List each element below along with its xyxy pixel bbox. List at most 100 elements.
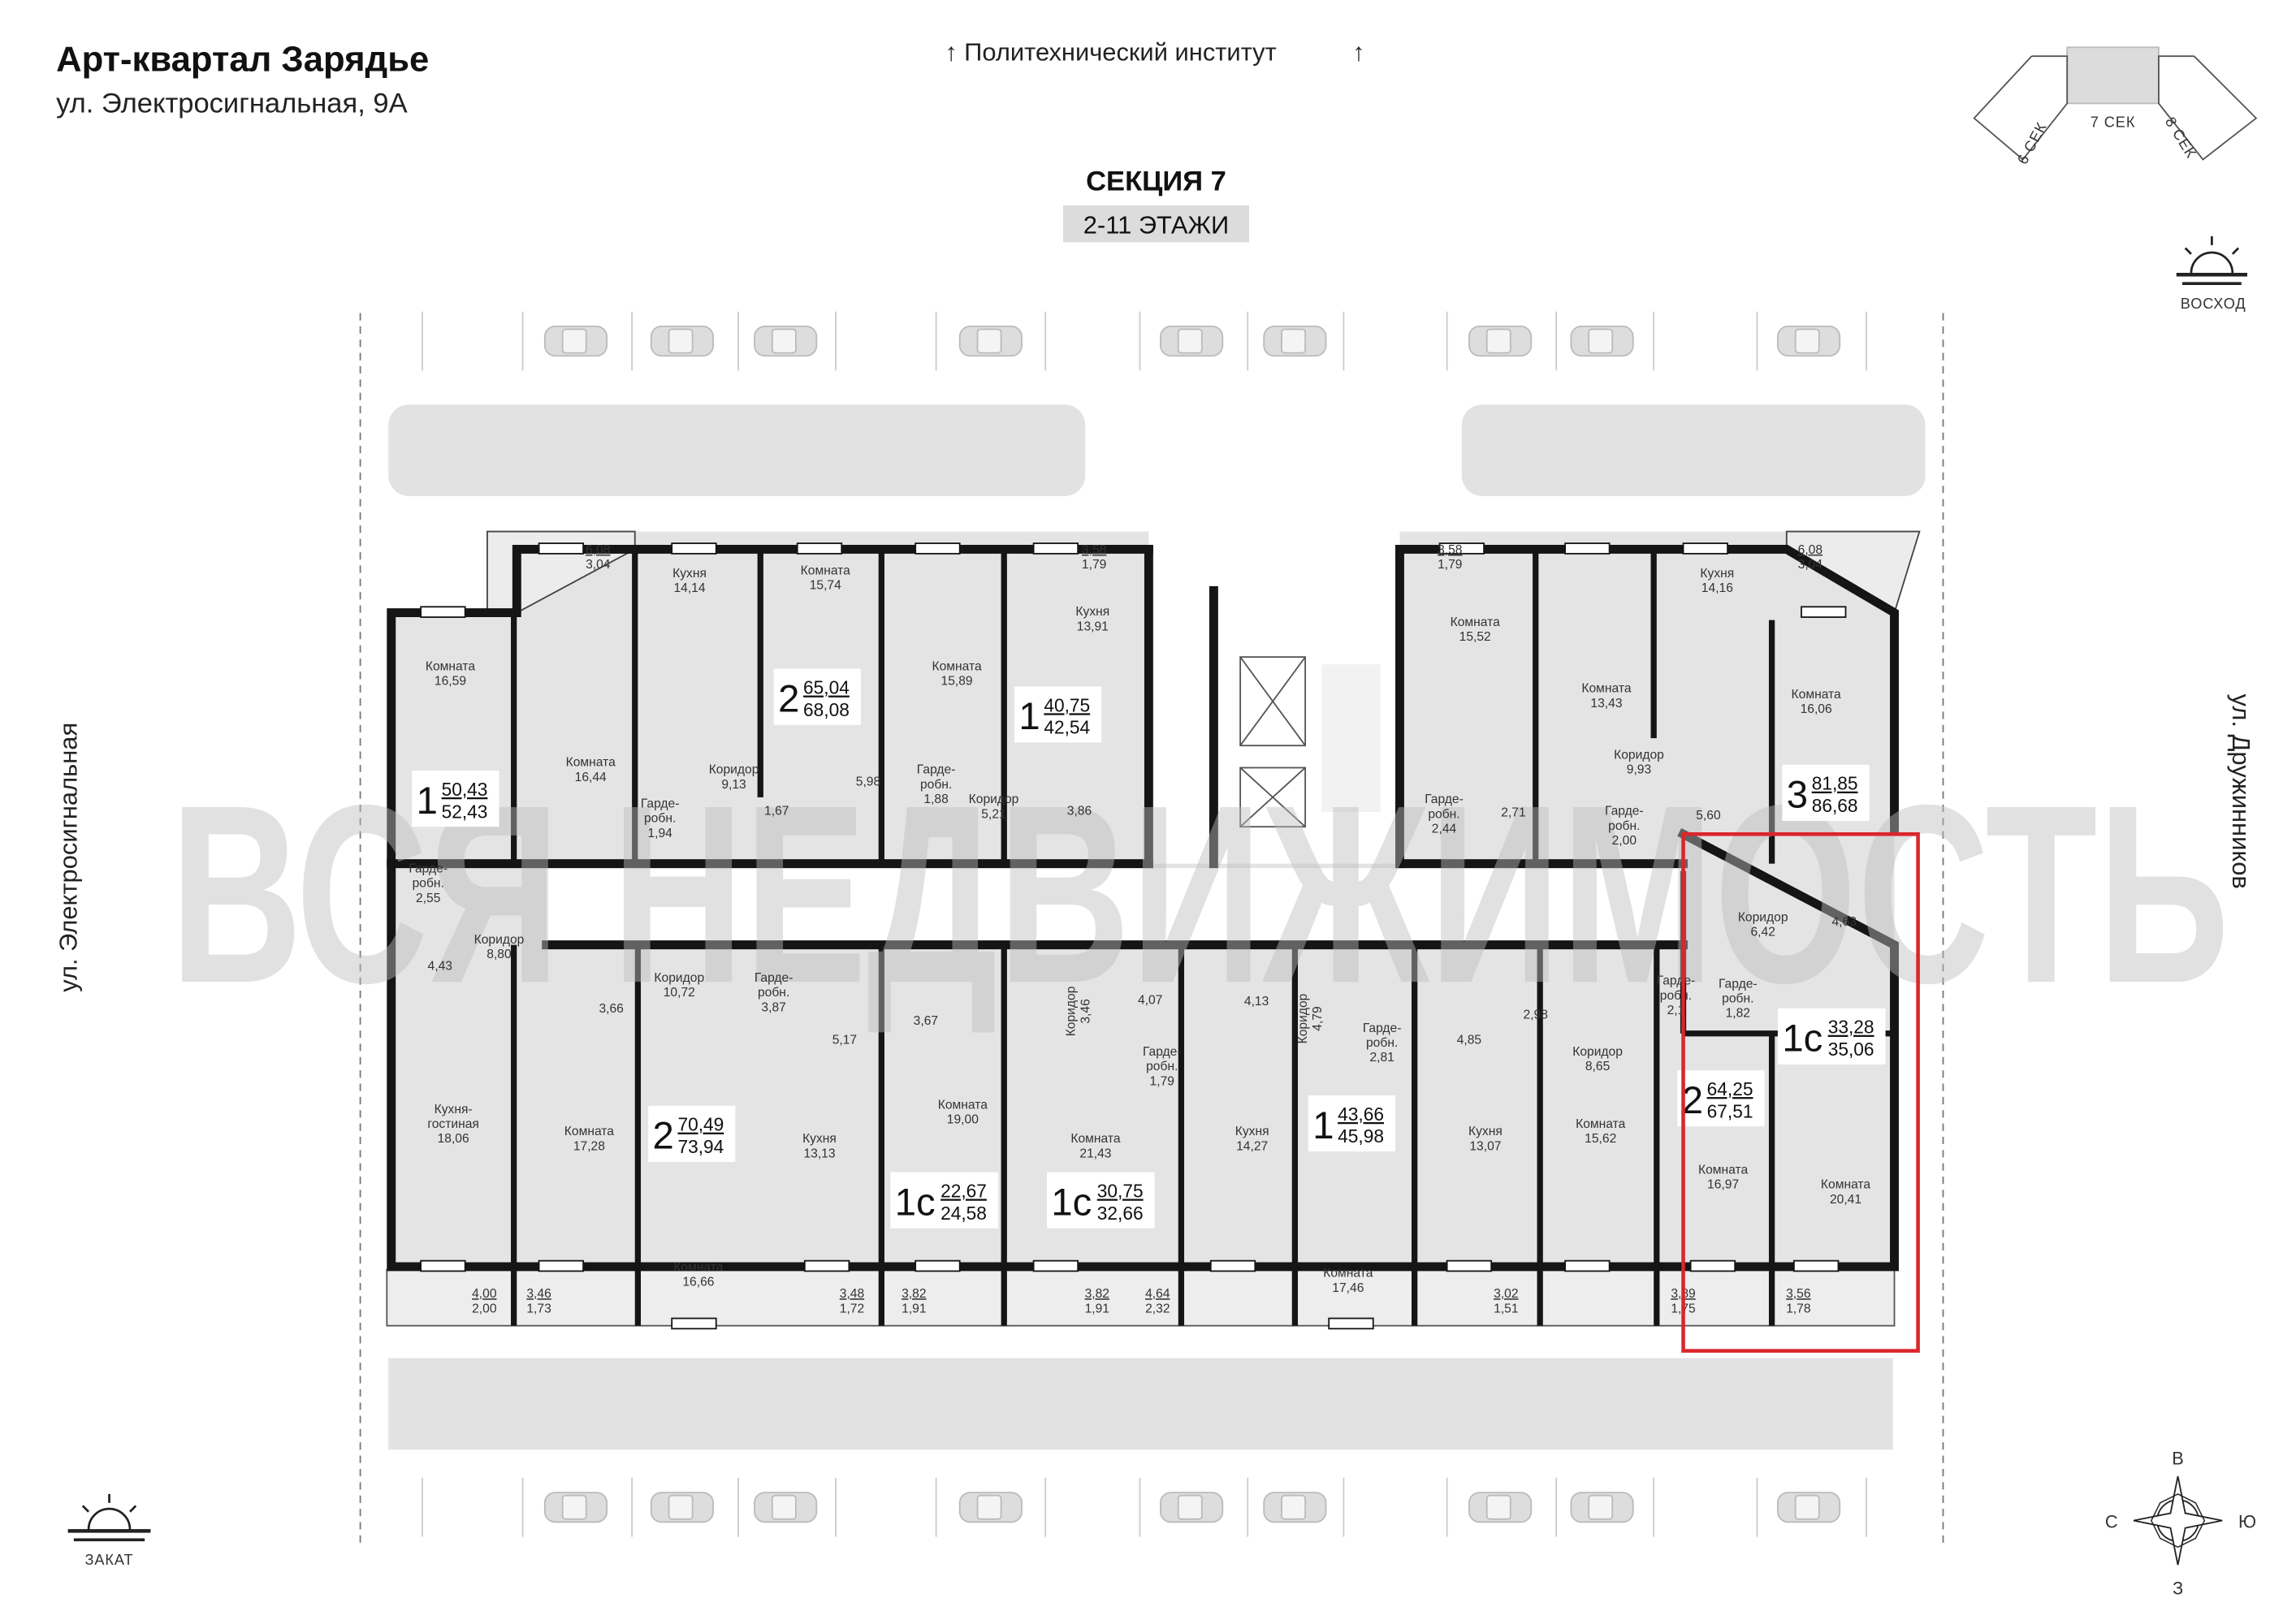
window — [1801, 606, 1847, 618]
room-area: 21,43 — [1079, 1147, 1111, 1160]
room-name: Комната — [1576, 1117, 1625, 1131]
window — [1446, 1259, 1493, 1272]
room-label: 5,98 — [856, 775, 881, 788]
room-area: 16,06 — [1801, 702, 1832, 716]
window — [1328, 1317, 1374, 1330]
car-icon — [1570, 325, 1634, 357]
car-icon — [958, 325, 1023, 357]
room-name: робн. — [1428, 807, 1459, 821]
highlighted-apartment-frame[interactable] — [1681, 831, 1920, 1353]
balcony-reduced-area: 1,79 — [1438, 558, 1462, 572]
room-name: Комната — [938, 1098, 988, 1112]
room-label: Гарде-робн.2,44 — [1425, 793, 1464, 836]
room-name: Коридор — [654, 971, 704, 985]
room-label: 4,63 — [1831, 915, 1856, 929]
room-area: 13,13 — [803, 1147, 835, 1160]
room-area: 8,80 — [486, 948, 512, 961]
room-name: Кухня — [1468, 1125, 1503, 1138]
room-area: 2,00 — [1612, 834, 1637, 848]
room-name: Кухня — [1700, 567, 1734, 581]
section-title: СЕКЦИЯ 7 — [1086, 166, 1226, 197]
green-strip — [1461, 404, 1926, 496]
room-name: Комната — [932, 659, 981, 673]
room-area: 4,07 — [1138, 993, 1162, 1007]
apartment-living-area: 64,25 — [1707, 1078, 1753, 1099]
room-label: 3,86 — [1067, 805, 1092, 818]
room-area: 9,13 — [721, 778, 746, 792]
car-icon — [1468, 325, 1533, 357]
car-icon — [958, 1492, 1023, 1523]
room-name: робн. — [920, 778, 952, 792]
room-name: Комната — [1451, 615, 1500, 629]
balcony-reduced-area: 1,78 — [1786, 1302, 1811, 1315]
sunrise-icon — [2176, 235, 2248, 285]
compass-rose-icon — [2133, 1475, 2223, 1566]
apartment-room-count: 3 — [1787, 774, 1808, 817]
room-area: 15,52 — [1459, 630, 1491, 644]
room-area: 5,60 — [1696, 809, 1721, 823]
project-address: ул. Электросигнальная, 9А — [56, 88, 408, 119]
compass-top: В — [2172, 1449, 2184, 1469]
window — [420, 1259, 466, 1272]
watermark: ВСЯ НЕДВИЖИМОСТЬ — [170, 753, 2229, 1036]
apartment-total-area: 42,54 — [1044, 717, 1090, 738]
room-name: Гарде- — [641, 797, 680, 811]
room-name: робн. — [1366, 1036, 1398, 1050]
balcony-area: 3,48 — [840, 1287, 865, 1301]
room-name: Коридор — [1572, 1045, 1623, 1059]
room-name: Коридор — [1296, 993, 1310, 1043]
room-name: Коридор — [1738, 911, 1788, 925]
apartment-living-area: 22,67 — [940, 1180, 987, 1201]
car-icon — [1160, 1492, 1224, 1523]
room-area: 16,44 — [575, 771, 607, 784]
car-icon — [1468, 1492, 1533, 1523]
apartment-living-area: 70,49 — [677, 1114, 724, 1135]
room-name: робн. — [758, 986, 789, 1000]
apartment-room-count: 1 — [1312, 1104, 1334, 1147]
parking — [422, 311, 1867, 1537]
room-label: 3,66 — [599, 1002, 623, 1016]
room-area: 3,87 — [761, 1000, 785, 1014]
window — [1032, 1259, 1079, 1272]
room-name: Комната — [1792, 688, 1841, 702]
window — [1792, 1259, 1840, 1272]
apartment-living-area: 50,43 — [442, 779, 488, 800]
window — [538, 1259, 585, 1272]
car-icon — [650, 325, 715, 357]
room-area: 6,42 — [1750, 926, 1775, 939]
apartment-room-count: 1 — [1018, 695, 1040, 738]
room-label: 2,71 — [1501, 806, 1525, 819]
room-area: 2,71 — [1501, 806, 1525, 819]
balcony-reduced-area: 1,91 — [1085, 1302, 1109, 1315]
room-area: 18,06 — [438, 1132, 469, 1146]
balcony-reduced-area: 2,32 — [1145, 1302, 1170, 1315]
sunset-icon — [67, 1493, 151, 1542]
apartment-living-area: 33,28 — [1828, 1017, 1874, 1038]
room-name: Комната — [1821, 1178, 1870, 1192]
room-area: 17,28 — [573, 1139, 605, 1153]
room-name: Гарде- — [1657, 974, 1696, 988]
room-name: Гарде- — [755, 971, 793, 985]
apartment-room-count: 1 — [417, 780, 438, 823]
